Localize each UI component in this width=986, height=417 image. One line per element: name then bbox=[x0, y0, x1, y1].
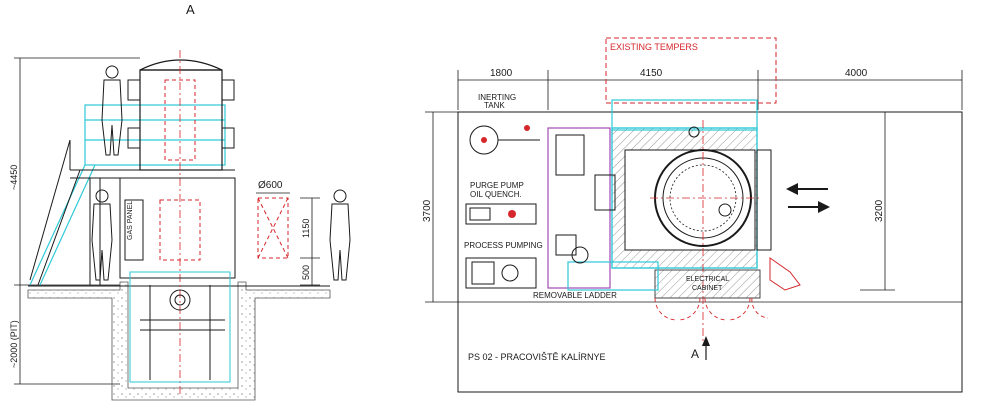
view-a-marker bbox=[702, 336, 710, 360]
furnace-vessel bbox=[127, 50, 235, 395]
gas-panel-label: GAS PANEL bbox=[127, 201, 134, 240]
view-a-label: A bbox=[691, 347, 699, 361]
inerting-tank-label-2: TANK bbox=[484, 101, 505, 110]
human-figure bbox=[101, 65, 123, 156]
purge-pump-label-1: PURGE PUMP bbox=[470, 181, 524, 190]
lower-frame bbox=[119, 177, 236, 383]
existing-tempers-area bbox=[605, 37, 777, 104]
dim-top-1800: 1800 bbox=[490, 68, 513, 79]
dim-pit-depth: ~2000 (PIT) bbox=[9, 320, 19, 368]
electrical-cabinet-label-1: ELECTRICAL bbox=[686, 276, 729, 283]
platform bbox=[29, 104, 226, 286]
equipment-area bbox=[547, 127, 611, 289]
walkway bbox=[567, 261, 659, 291]
direction-arrows bbox=[786, 183, 830, 213]
human-figure bbox=[329, 189, 351, 281]
dim-diameter: Ø600 bbox=[258, 180, 283, 191]
dim-left-3700: 3700 bbox=[422, 199, 433, 222]
dim-1150: 1150 bbox=[301, 219, 311, 238]
elevation-view: ~4450 ~2000 (PIT) bbox=[9, 50, 351, 401]
inerting-tank-symbol bbox=[469, 125, 540, 155]
existing-tempers-label: EXISTING TEMPERS bbox=[610, 42, 698, 52]
inerting-tank-label-1: INERTING bbox=[478, 93, 516, 102]
dimension-height bbox=[14, 57, 140, 385]
electrical-cabinet bbox=[654, 269, 761, 299]
dim-top-4000: 4000 bbox=[845, 68, 868, 79]
hydraulic-unit bbox=[756, 149, 801, 291]
human-figure bbox=[91, 189, 113, 281]
removable-ladder-label: REMOVABLE LADDER bbox=[533, 291, 617, 300]
process-pump-symbol bbox=[465, 257, 537, 289]
process-pumping-label: PROCESS PUMPING bbox=[464, 241, 543, 250]
plan-view: 1800 4150 4000 EXISTING TEMPERS 3700 320… bbox=[422, 37, 963, 393]
drawing-title: PS 02 - PRACOVIŠTĚ KALÍRNYE bbox=[468, 352, 606, 362]
room-outline bbox=[457, 111, 963, 393]
dimension-top bbox=[457, 70, 963, 110]
door-swings bbox=[654, 297, 769, 321]
dim-total-height: ~4450 bbox=[9, 165, 19, 190]
dimension-sides bbox=[425, 111, 895, 303]
dim-500: 500 bbox=[301, 265, 311, 280]
purge-pump-label-2: OIL QUENCH. bbox=[470, 190, 522, 199]
dim-right-3200: 3200 bbox=[874, 199, 885, 222]
dim-top-4150: 4150 bbox=[640, 68, 663, 79]
ground-pit bbox=[27, 281, 331, 401]
purge-pump-symbol bbox=[465, 203, 537, 225]
vessel-symbols bbox=[555, 134, 616, 264]
section-marker: A bbox=[186, 2, 195, 17]
furnace-plan bbox=[624, 120, 760, 345]
diameter-box bbox=[256, 192, 290, 259]
dimension-right bbox=[300, 197, 320, 286]
electrical-cabinet-label-2: CABINET bbox=[692, 285, 723, 292]
